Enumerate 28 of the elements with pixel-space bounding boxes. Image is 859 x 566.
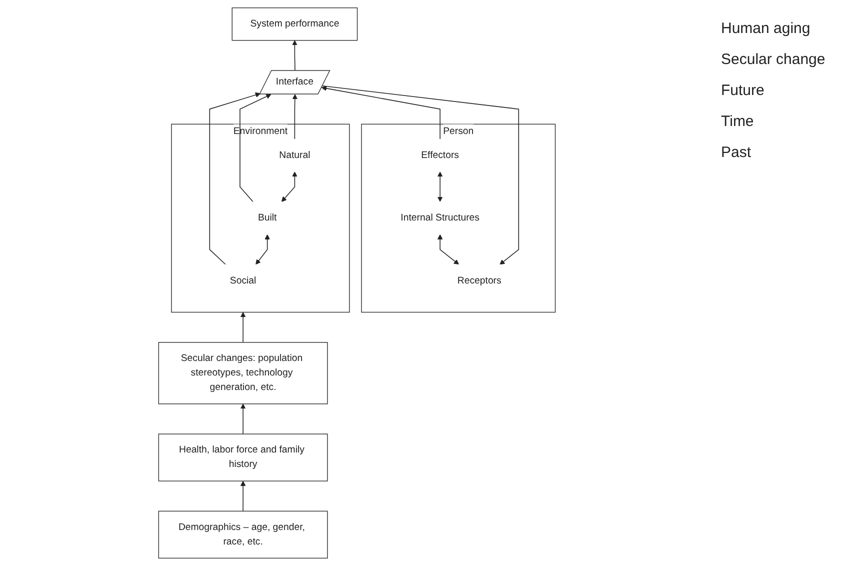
arrow [208, 92, 260, 265]
arrow [292, 94, 298, 140]
arrow [240, 480, 246, 512]
node-box: Demographics – age, gender, race, etc. [158, 510, 328, 559]
arrow [436, 172, 442, 202]
arrow [240, 312, 246, 343]
arrow [292, 40, 297, 72]
node-box: Health, labor force and family history [158, 434, 328, 482]
node-text: Internal Structures [400, 212, 479, 224]
axis-label: Human aging [721, 20, 812, 37]
axis-label: Time [721, 113, 755, 130]
node-text: Social [229, 275, 256, 286]
node-text: Built [257, 212, 276, 224]
axis-label: Past [721, 144, 752, 161]
node-text: Effectors [420, 150, 459, 160]
arrow [239, 94, 271, 202]
axis-label: Future [721, 82, 766, 99]
node-text: Receptors [456, 275, 501, 286]
node-text: Natural [278, 150, 310, 160]
node-box: Secular changes: population stereotypes, technology generation, etc. [158, 342, 328, 404]
arrow [240, 404, 246, 434]
arrow [322, 85, 519, 265]
arrow [255, 234, 270, 265]
arrow [436, 234, 459, 265]
node-box: System performance [231, 7, 358, 41]
axis-label: Secular change [721, 51, 826, 68]
arrow [321, 86, 440, 140]
arrow [281, 172, 297, 202]
